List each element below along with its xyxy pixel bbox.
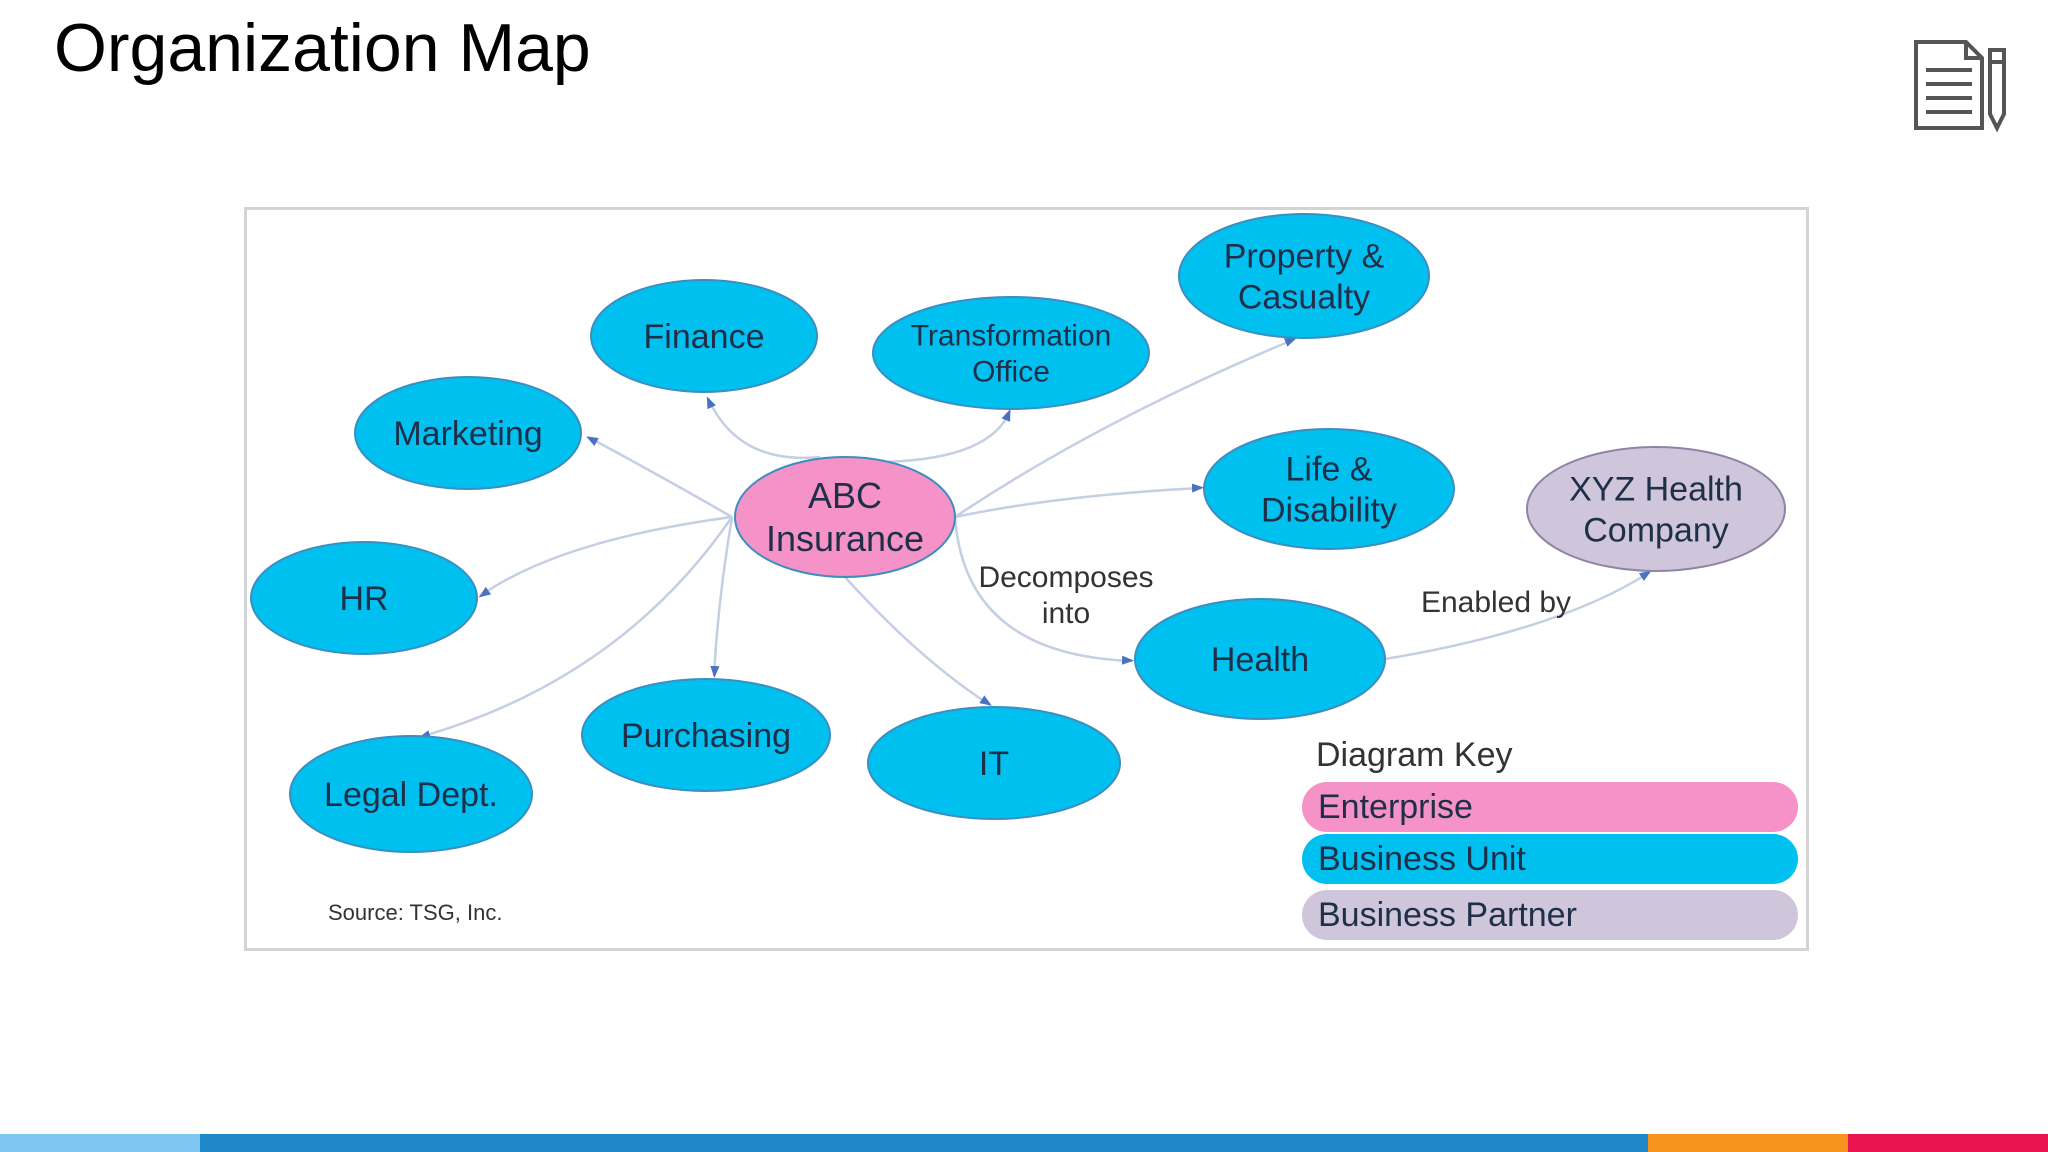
node-ellipse-transformation	[872, 296, 1150, 410]
edge-abc-to-finance	[706, 396, 821, 460]
edge-abc-to-it	[844, 576, 992, 707]
node-hr: HR	[250, 541, 478, 655]
edge-label-xyz: Enabled by	[1421, 586, 1571, 619]
node-marketing: Marketing	[354, 376, 582, 490]
node-label-health: Health	[1211, 641, 1309, 679]
edge-abc-to-property	[954, 337, 1297, 519]
page-title: Organization Map	[54, 10, 591, 86]
edge-abc-to-marketing	[586, 435, 733, 519]
source-note: Source: TSG, Inc.	[328, 900, 503, 925]
node-property: Property &Casualty	[1178, 213, 1430, 339]
node-it: IT	[867, 706, 1121, 820]
node-ellipse-life	[1203, 428, 1455, 550]
node-ellipse-property	[1178, 213, 1430, 339]
node-life: Life &Disability	[1203, 428, 1455, 550]
footer-bar-segment	[200, 1134, 1648, 1152]
node-ellipse-marketing	[354, 376, 582, 490]
footer-color-bar	[0, 1134, 2048, 1152]
node-label-hr: HR	[339, 580, 388, 618]
node-label-property: Property &Casualty	[1224, 238, 1385, 317]
edge-abc-to-hr	[478, 515, 733, 598]
node-label-it: IT	[979, 745, 1009, 783]
footer-bar-segment	[1848, 1134, 2048, 1152]
key-item-business-partner: Business Partner	[1302, 890, 1798, 940]
node-legal: Legal Dept.	[289, 735, 533, 853]
node-health: Health	[1134, 598, 1386, 720]
node-ellipse-it	[867, 706, 1121, 820]
node-ellipse-finance	[590, 279, 818, 393]
node-ellipse-purchasing	[581, 678, 831, 792]
node-label-legal: Legal Dept.	[324, 776, 498, 814]
footer-bar-segment	[0, 1134, 200, 1152]
edge-abc-to-life	[954, 483, 1204, 519]
node-ellipse-hr	[250, 541, 478, 655]
node-ellipse-abc	[734, 456, 956, 578]
node-label-purchasing: Purchasing	[621, 717, 791, 755]
edge-abc-to-legal	[418, 516, 734, 740]
document-pen-icon	[1914, 40, 2006, 133]
node-label-finance: Finance	[644, 318, 765, 356]
footer-bar-segment	[1648, 1134, 1848, 1152]
node-purchasing: Purchasing	[581, 678, 831, 792]
key-item-enterprise: Enterprise	[1302, 782, 1798, 832]
edge-abc-to-transformation	[879, 409, 1012, 464]
key-item-business-unit: Business Unit	[1302, 834, 1798, 884]
node-label-marketing: Marketing	[393, 415, 542, 453]
edge-abc-to-purchasing	[710, 516, 734, 678]
node-ellipse-health	[1134, 598, 1386, 720]
node-label-life: Life &Disability	[1261, 451, 1397, 530]
edge-abc-to-health	[953, 516, 1134, 665]
edge-health-to-xyz	[1384, 570, 1652, 661]
node-ellipse-legal	[289, 735, 533, 853]
node-ellipse-xyz	[1526, 446, 1786, 572]
node-finance: Finance	[590, 279, 818, 393]
diagram-key-title: Diagram Key	[1316, 736, 1513, 774]
edges-layer	[418, 337, 1652, 740]
